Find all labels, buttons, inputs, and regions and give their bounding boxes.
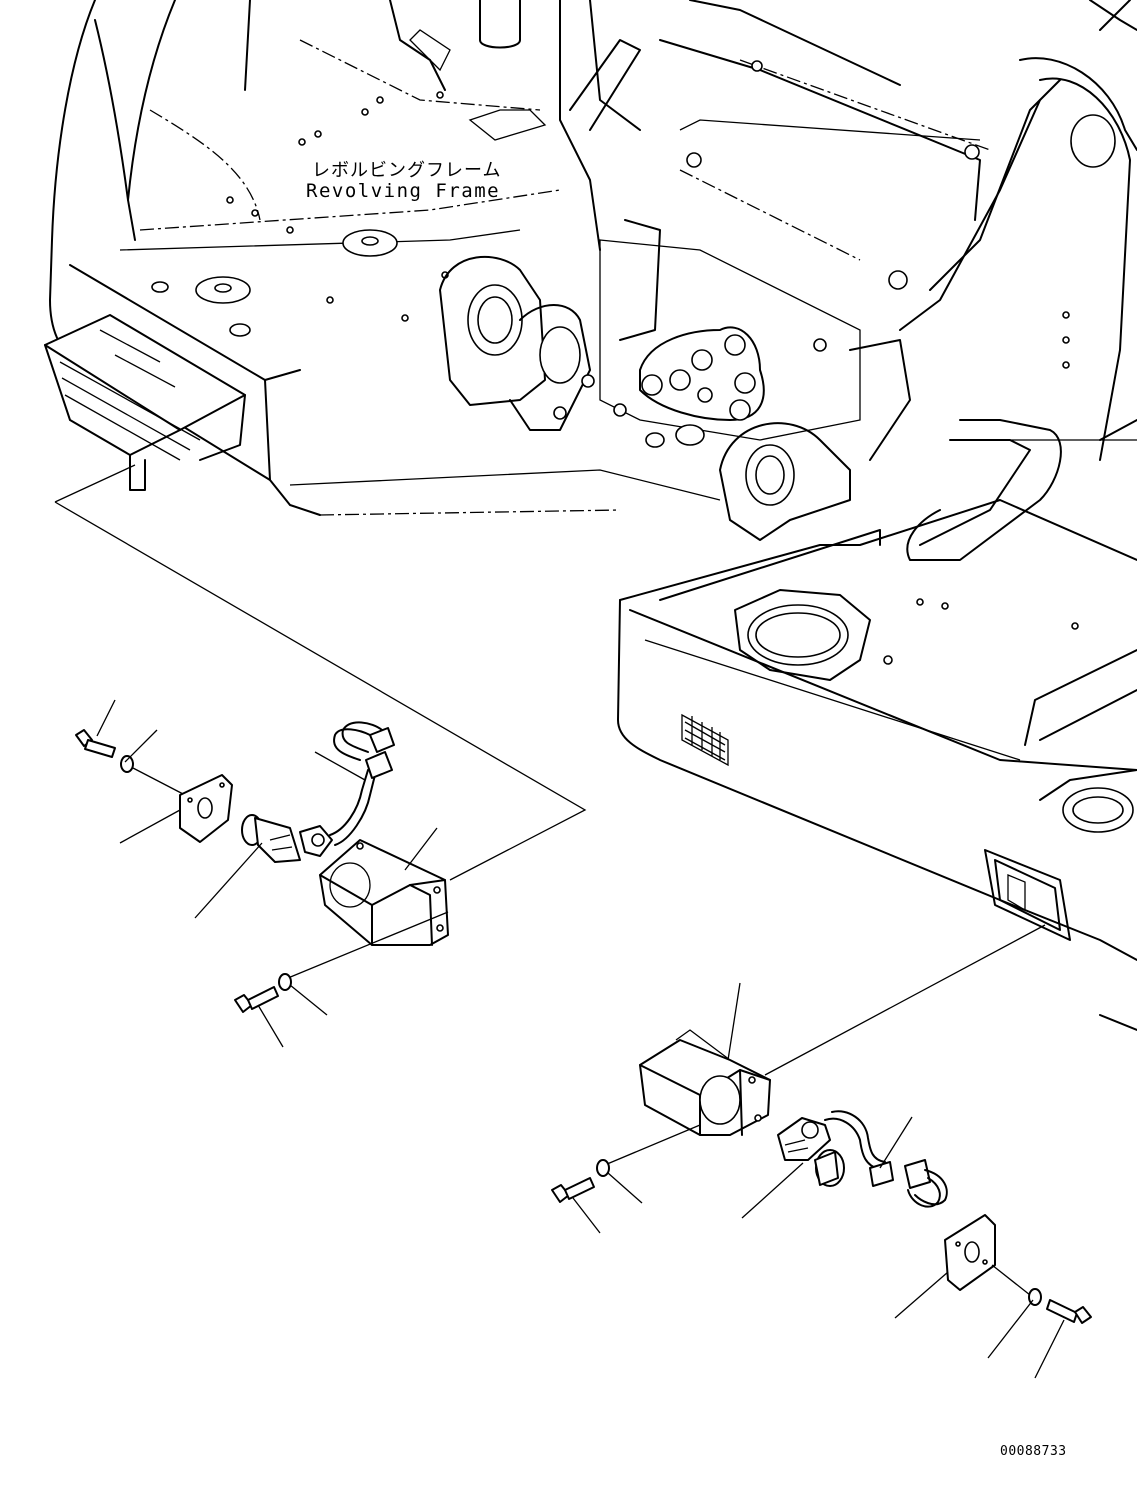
foot-step — [44, 314, 246, 491]
vent-grille — [681, 713, 729, 767]
washer-icon — [596, 1159, 610, 1177]
callout-leaders-right — [572, 982, 1065, 1379]
bolt-icon — [234, 986, 279, 1013]
lamp-mount-opening — [984, 849, 1071, 941]
bolt-icon — [75, 729, 116, 758]
frame-label-japanese: レボルビングフレーム — [312, 160, 502, 181]
lamp-socket — [777, 1117, 845, 1187]
wire-harness — [824, 1110, 948, 1208]
callout-leaders-left — [96, 699, 438, 1048]
reference-line-right — [764, 924, 1046, 1076]
lamp-housing — [639, 1029, 771, 1136]
frame-label-english: Revolving Frame — [306, 180, 501, 202]
left-lamp-assembly — [75, 699, 449, 1048]
wire-harness — [329, 721, 395, 846]
right-boom-bracket — [719, 339, 911, 541]
bolt-icon — [1046, 1299, 1092, 1324]
reference-line-left — [54, 464, 587, 881]
washer-icon — [278, 973, 292, 991]
revolving-frame — [44, 0, 1137, 1031]
cover-plate — [179, 774, 233, 843]
cover-plate — [944, 1214, 996, 1291]
lamp-housing — [319, 839, 449, 946]
boom-foot-bracket — [439, 0, 661, 431]
right-frame-structure — [659, 0, 1137, 561]
frame-rear-block — [617, 439, 1137, 1031]
lamp-socket — [241, 814, 333, 863]
bolt-icon — [551, 1177, 595, 1203]
valve-mount-plate — [553, 239, 861, 448]
drawing-number: 00088733 — [1000, 1444, 1067, 1459]
washer-icon — [120, 755, 134, 773]
right-lamp-assembly — [551, 982, 1092, 1379]
